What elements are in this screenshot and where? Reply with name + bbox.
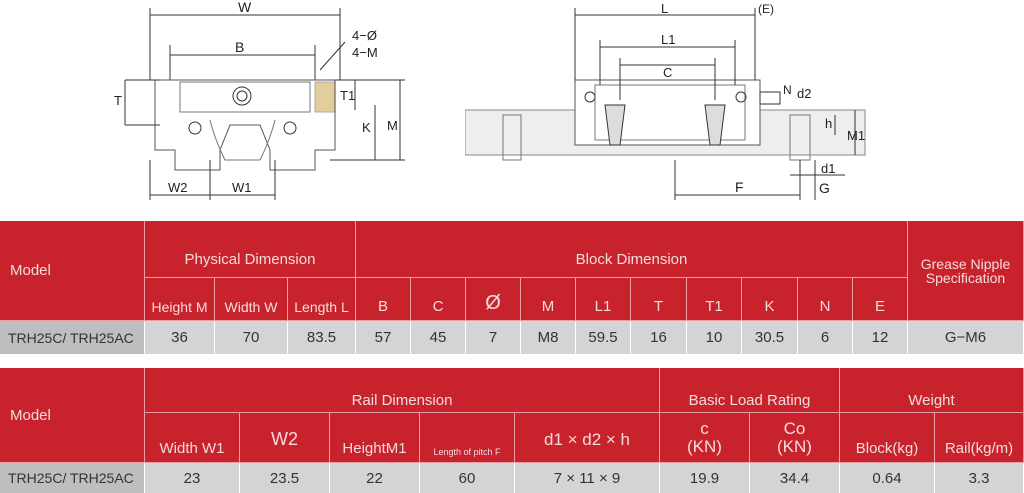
grease-nipple-header: Grease Nipple Specification (908, 221, 1024, 321)
value-t: 16 (631, 321, 687, 354)
value-grease-nipple: G−M6 (908, 321, 1024, 354)
label-F: F (735, 179, 744, 195)
label-G: G (819, 180, 830, 196)
label-4-M: 4−M (352, 45, 378, 60)
value-n: 6 (798, 321, 853, 354)
weight-header: Weight (840, 368, 1024, 413)
value-height-m: 36 (145, 321, 215, 354)
physical-dimension-header: Physical Dimension (145, 221, 356, 278)
value-w2: 23.5 (240, 463, 330, 493)
label-4-hole: 4−Ø (352, 28, 377, 43)
label-W: W (238, 0, 252, 15)
value-b: 57 (356, 321, 411, 354)
col-pitch-f: Length of pitch F (420, 413, 515, 463)
value-e: 12 (853, 321, 908, 354)
col-diameter: Ø (466, 278, 521, 321)
label-L: L (661, 1, 668, 16)
label-L1: L1 (661, 32, 675, 47)
model-header-2: Model (0, 368, 145, 463)
label-E: (E) (758, 2, 774, 16)
col-height-m1: HeightM1 (330, 413, 420, 463)
col-co-kn: Co (KN) (750, 413, 840, 463)
label-W2: W2 (168, 180, 188, 195)
value-rail-kg-m: 3.3 (935, 463, 1024, 493)
label-d2: d2 (797, 86, 811, 101)
value-l1: 59.5 (576, 321, 631, 354)
value-co-kn: 34.4 (750, 463, 840, 493)
col-k: K (742, 278, 798, 321)
model-cell-2: TRH25C/ TRH25AC (0, 463, 145, 493)
label-B: B (235, 39, 244, 55)
label-M1: M1 (847, 128, 865, 143)
label-T1: T1 (340, 88, 355, 103)
rail-dimension-header: Rail Dimension (145, 368, 660, 413)
col-block-kg: Block(kg) (840, 413, 935, 463)
col-length-l: Length L (288, 278, 356, 321)
col-t: T (631, 278, 687, 321)
model-cell: TRH25C/ TRH25AC (0, 321, 145, 354)
value-diameter: 7 (466, 321, 521, 354)
col-t1: T1 (687, 278, 742, 321)
value-m: M8 (521, 321, 576, 354)
basic-load-rating-header: Basic Load Rating (660, 368, 840, 413)
col-l1: L1 (576, 278, 631, 321)
value-block-kg: 0.64 (840, 463, 935, 493)
value-width-w1: 23 (145, 463, 240, 493)
model-header: Model (0, 221, 145, 321)
value-height-m1: 22 (330, 463, 420, 493)
col-n: N (798, 278, 853, 321)
value-c: 45 (411, 321, 466, 354)
value-pitch-f: 60 (420, 463, 515, 493)
label-h: h (825, 116, 832, 131)
value-k: 30.5 (742, 321, 798, 354)
col-d1-d2-h: d1 × d2 × h (515, 413, 660, 463)
col-w2: W2 (240, 413, 330, 463)
col-width-w: Width W (215, 278, 288, 321)
col-c: C (411, 278, 466, 321)
value-length-l: 83.5 (288, 321, 356, 354)
front-view-drawing: W B 4−Ø 4−M T T1 K M W2 W1 (114, 0, 405, 200)
value-width-w: 70 (215, 321, 288, 354)
label-T: T (114, 93, 122, 108)
label-M: M (387, 118, 398, 133)
col-b: B (356, 278, 411, 321)
label-K: K (362, 120, 371, 135)
label-C: C (663, 65, 672, 80)
value-c-kn: 19.9 (660, 463, 750, 493)
block-dimension-header: Block Dimension (356, 221, 908, 278)
value-t1: 10 (687, 321, 742, 354)
col-rail-kg-m: Rail(kg/m) (935, 413, 1024, 463)
col-c-kn: c (KN) (660, 413, 750, 463)
side-view-drawing: L (E) L1 C N d2 h M1 d1 F G (465, 1, 866, 200)
col-m: M (521, 278, 576, 321)
col-height-m: Height M (145, 278, 215, 321)
col-e: E (853, 278, 908, 321)
label-N: N (783, 83, 792, 97)
label-d1: d1 (821, 161, 835, 176)
col-width-w1: Width W1 (145, 413, 240, 463)
value-d1-d2-h: 7 × 11 × 9 (515, 463, 660, 493)
label-W1: W1 (232, 180, 252, 195)
